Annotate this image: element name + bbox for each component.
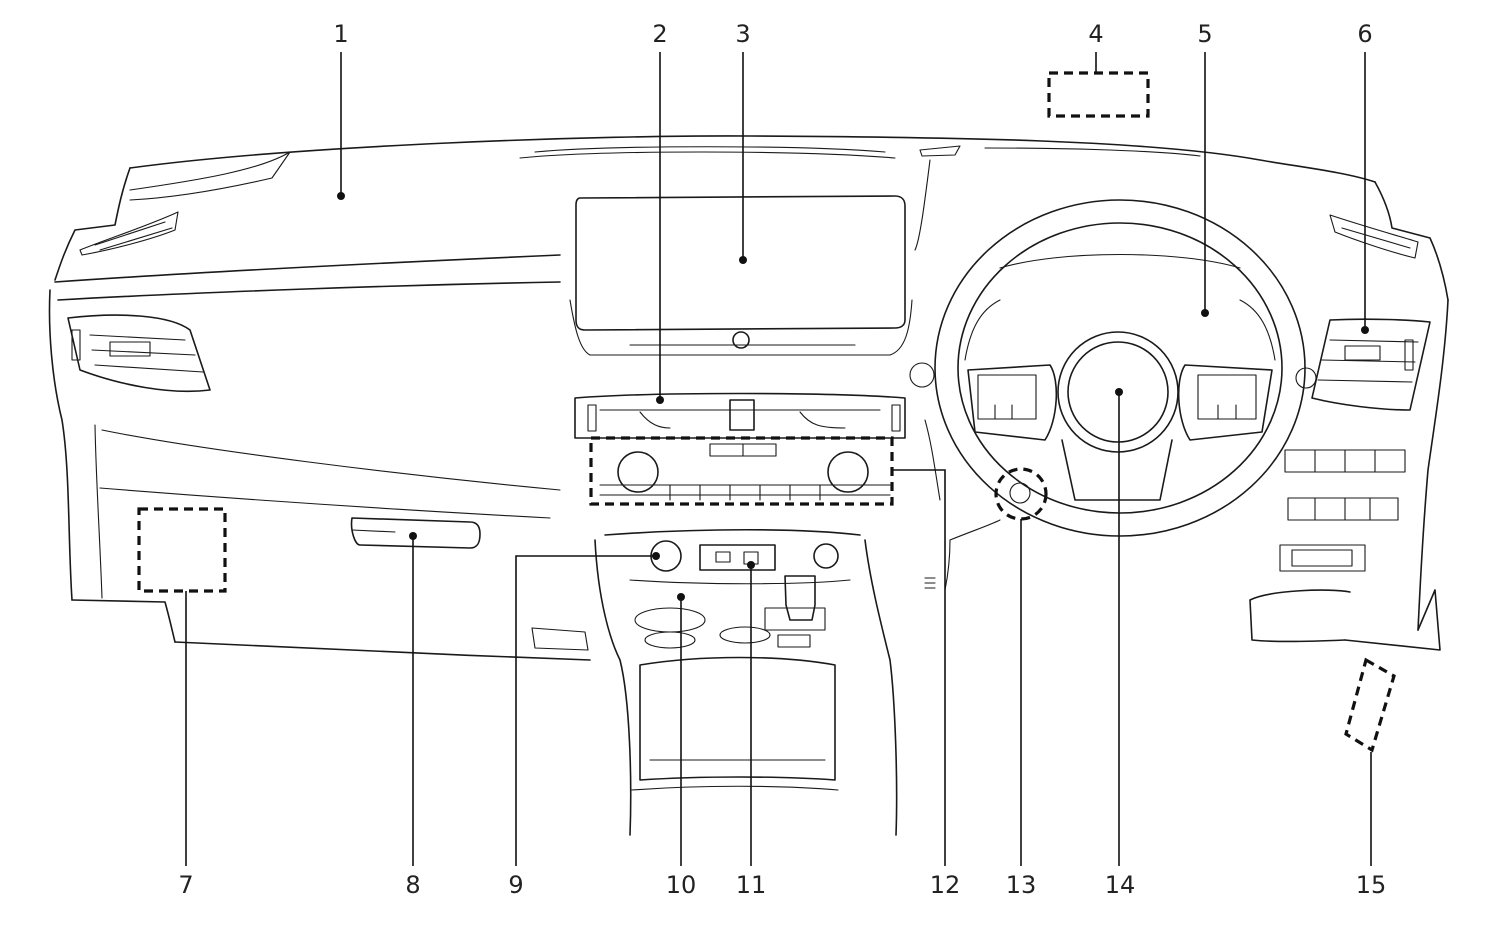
region-13-highlight <box>994 467 1048 521</box>
highlight-regions <box>137 71 1396 753</box>
callout-14: 14 <box>1105 871 1136 899</box>
climate-control-panel <box>599 443 891 501</box>
center-vents <box>574 392 906 439</box>
region-12-highlight <box>589 436 894 506</box>
callout-6: 6 <box>1357 20 1372 48</box>
callout-5: 5 <box>1197 20 1212 48</box>
region-15-highlight <box>1344 657 1396 753</box>
region-4-highlight <box>1047 71 1150 118</box>
touch-display <box>569 195 913 356</box>
driver-side-switches <box>1279 449 1406 572</box>
callout-9: 9 <box>508 871 523 899</box>
callout-10: 10 <box>666 871 697 899</box>
steering-wheel-icon <box>934 199 1306 537</box>
callout-1: 1 <box>333 20 348 48</box>
glove-box-handle <box>350 517 481 549</box>
callout-15: 15 <box>1356 871 1387 899</box>
callout-labels: 1 2 3 4 5 6 7 8 9 10 11 12 13 14 15 <box>178 20 1386 899</box>
right-air-vent <box>1311 214 1431 411</box>
callout-7: 7 <box>178 871 193 899</box>
callout-12: 12 <box>930 871 961 899</box>
callout-11: 11 <box>736 871 767 899</box>
region-7-highlight <box>137 507 227 593</box>
callout-13: 13 <box>1006 871 1037 899</box>
gear-lever-icon <box>764 575 826 648</box>
callout-3: 3 <box>735 20 750 48</box>
left-air-vent <box>67 211 211 393</box>
callout-leaders <box>185 52 1372 866</box>
dashboard-outline <box>48 135 1449 661</box>
callout-4: 4 <box>1088 20 1103 48</box>
callout-8: 8 <box>405 871 420 899</box>
callout-2: 2 <box>652 20 667 48</box>
center-console <box>594 528 898 836</box>
